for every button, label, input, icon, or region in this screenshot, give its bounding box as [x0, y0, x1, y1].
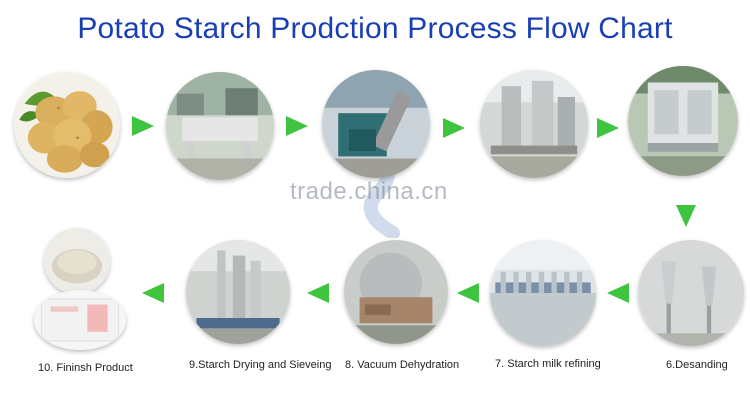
arrow-right-3 [441, 115, 467, 141]
step-1-potatoes-image [14, 72, 120, 178]
arrow-right-4 [595, 115, 621, 141]
arrow-right-2 [284, 113, 310, 139]
step-9-caption: 9.Starch Drying and Sieveing [189, 359, 331, 371]
arrow-right-1 [130, 113, 156, 139]
arrow-down [673, 203, 699, 229]
arrow-left-2 [455, 280, 481, 306]
step-3-crushing-image [322, 70, 430, 178]
step-10-starch-powder-image [44, 228, 110, 294]
step-8-vacuum-image [344, 240, 448, 344]
step-6-desanding-image [638, 240, 744, 346]
step-9-drying-image [186, 240, 290, 344]
arrow-left-1 [605, 280, 631, 306]
step-6-caption: 6.Desanding [666, 359, 728, 371]
step-4-sieve-image [480, 70, 588, 178]
step-8-caption: 8. Vacuum Dehydration [345, 359, 459, 371]
step-5-filter-image [628, 66, 738, 176]
arrow-left-3 [305, 280, 331, 306]
step-2-washing-image [166, 72, 274, 180]
step-10-caption: 10. Fininsh Product [38, 362, 133, 374]
arrow-left-4 [140, 280, 166, 306]
step-7-refining-image [490, 240, 596, 346]
page-title: Potato Starch Prodction Process Flow Cha… [0, 12, 750, 46]
watermark-text: trade.china.cn [290, 178, 448, 206]
step-10-starch-bags-image [34, 290, 126, 350]
step-7-caption: 7. Starch milk refining [495, 358, 601, 370]
